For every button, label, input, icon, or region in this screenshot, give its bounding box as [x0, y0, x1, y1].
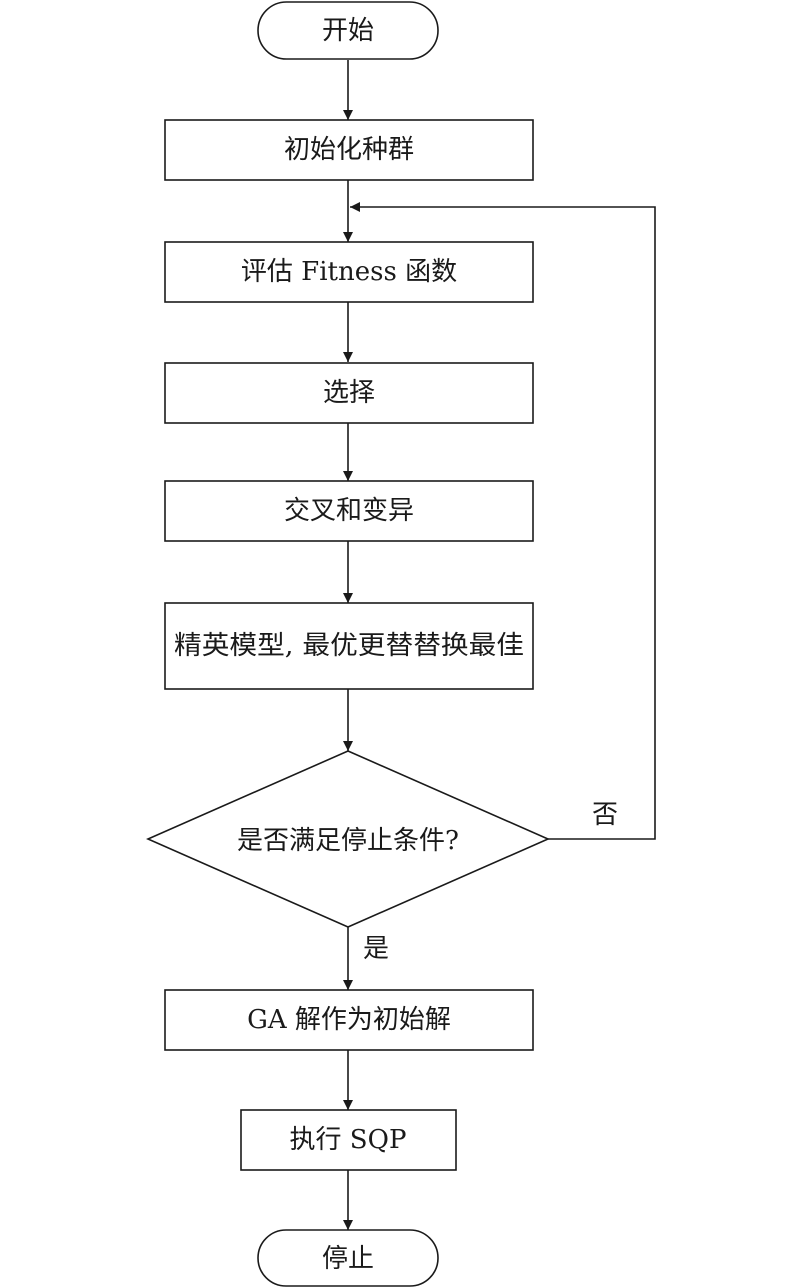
start-terminal: 开始: [257, 1, 439, 60]
stop-condition-decision: 是否满足停止条件?: [146, 750, 550, 928]
run-sqp-box: 执行 SQP: [240, 1109, 457, 1171]
loop-back-arrow-no: [350, 202, 656, 840]
crossover-mutation-box: 交叉和变异: [164, 480, 534, 542]
decision-label: 是否满足停止条件?: [237, 826, 459, 856]
run-sqp-label: 执行 SQP: [290, 1125, 407, 1155]
evaluate-fitness-box: 评估 Fitness 函数: [164, 241, 534, 303]
init-population-box: 初始化种群: [164, 119, 534, 181]
stop-terminal: 停止: [257, 1229, 439, 1287]
elite-model-label: 精英模型, 最优更替替换最佳: [174, 631, 524, 661]
stop-label: 停止: [322, 1244, 374, 1274]
crossover-mutation-label: 交叉和变异: [284, 496, 414, 526]
init-population-label: 初始化种群: [284, 135, 414, 165]
no-branch-label: 否: [592, 800, 618, 830]
ga-solution-box: GA 解作为初始解: [164, 989, 534, 1051]
start-label: 开始: [322, 16, 374, 46]
selection-box: 选择: [164, 362, 534, 424]
yes-branch-label: 是: [363, 934, 389, 964]
elite-model-box: 精英模型, 最优更替替换最佳: [164, 602, 534, 690]
selection-label: 选择: [323, 378, 375, 408]
evaluate-fitness-label: 评估 Fitness 函数: [241, 257, 457, 287]
ga-solution-label: GA 解作为初始解: [247, 1005, 451, 1035]
